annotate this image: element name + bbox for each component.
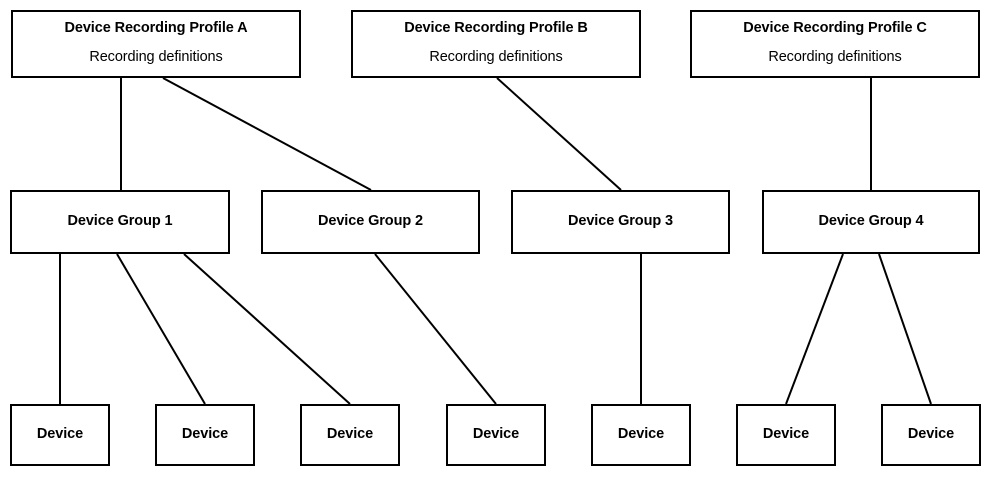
device-node-1[interactable]: Device bbox=[10, 404, 110, 466]
device-title: Device bbox=[36, 426, 84, 443]
edge-group-1-device-2 bbox=[116, 253, 206, 405]
device-node-7[interactable]: Device bbox=[881, 404, 981, 466]
group-node-3[interactable]: Device Group 3 bbox=[511, 190, 730, 254]
profile-node-b[interactable]: Device Recording Profile B Recording def… bbox=[351, 10, 641, 78]
device-node-3[interactable]: Device bbox=[300, 404, 400, 466]
group-node-2[interactable]: Device Group 2 bbox=[261, 190, 480, 254]
profile-title: Device Recording Profile A bbox=[64, 19, 248, 36]
profile-subtitle: Recording definitions bbox=[768, 48, 902, 65]
profile-subtitle: Recording definitions bbox=[429, 48, 563, 65]
group-title: Device Group 1 bbox=[67, 213, 173, 230]
device-title: Device bbox=[762, 426, 810, 443]
edge-group-2-device-4 bbox=[374, 253, 497, 405]
edge-group-1-device-3 bbox=[183, 253, 351, 405]
device-title: Device bbox=[181, 426, 229, 443]
device-title: Device bbox=[907, 426, 955, 443]
group-node-4[interactable]: Device Group 4 bbox=[762, 190, 980, 254]
device-node-4[interactable]: Device bbox=[446, 404, 546, 466]
profile-node-c[interactable]: Device Recording Profile C Recording def… bbox=[690, 10, 980, 78]
edge-profile-a-group-2 bbox=[162, 77, 372, 191]
profile-subtitle: Recording definitions bbox=[89, 48, 223, 65]
profile-node-a[interactable]: Device Recording Profile A Recording def… bbox=[11, 10, 301, 78]
device-node-2[interactable]: Device bbox=[155, 404, 255, 466]
edge-group-4-device-6 bbox=[785, 253, 844, 405]
edge-group-4-device-7 bbox=[878, 253, 932, 405]
profile-title: Device Recording Profile B bbox=[404, 19, 588, 36]
group-title: Device Group 4 bbox=[818, 213, 924, 230]
device-node-5[interactable]: Device bbox=[591, 404, 691, 466]
device-title: Device bbox=[326, 426, 374, 443]
group-node-1[interactable]: Device Group 1 bbox=[10, 190, 230, 254]
group-title: Device Group 3 bbox=[568, 213, 673, 230]
profile-title: Device Recording Profile C bbox=[743, 19, 927, 36]
device-title: Device bbox=[617, 426, 665, 443]
edge-profile-b-group-3 bbox=[496, 77, 622, 191]
group-title: Device Group 2 bbox=[318, 213, 423, 230]
device-node-6[interactable]: Device bbox=[736, 404, 836, 466]
device-title: Device bbox=[472, 426, 520, 443]
